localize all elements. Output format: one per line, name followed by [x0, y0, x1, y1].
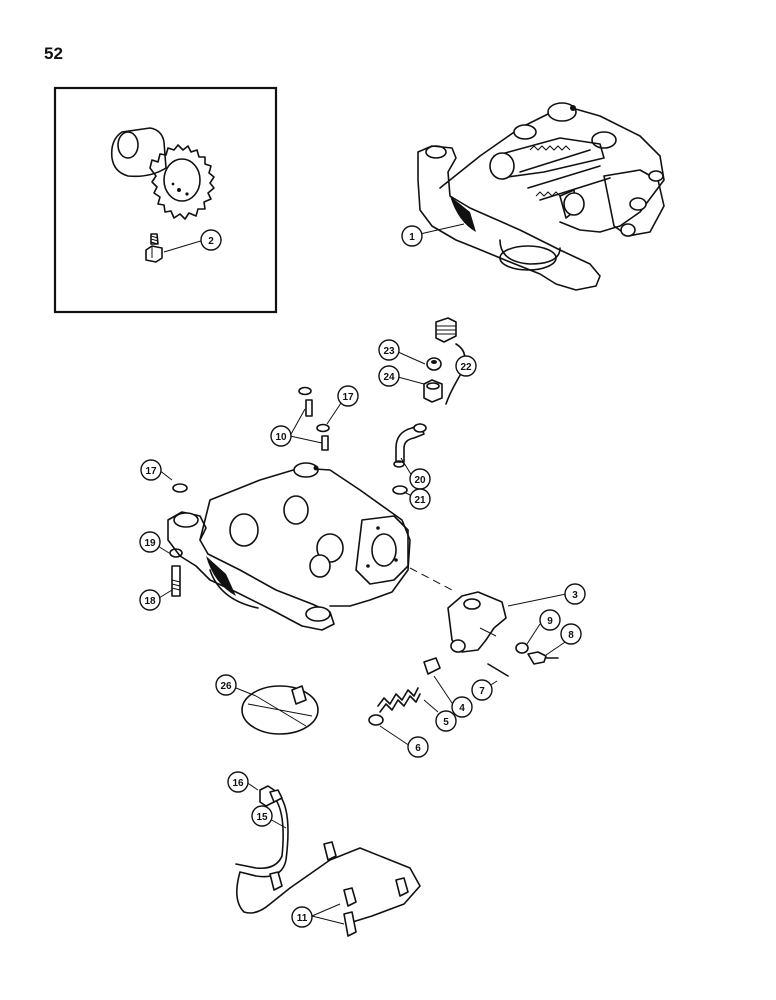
callout-26: 26 — [215, 674, 237, 696]
drive-gear-illustration — [110, 127, 215, 220]
svg-text:15: 15 — [256, 812, 268, 823]
svg-text:10: 10 — [275, 432, 287, 443]
svg-text:22: 22 — [460, 362, 472, 373]
svg-text:11: 11 — [297, 913, 308, 924]
callout-1: 1 — [401, 225, 423, 247]
callout-8: 8 — [560, 623, 582, 645]
callout-17-upper: 17 — [337, 385, 359, 407]
svg-text:2: 2 — [208, 236, 214, 247]
callout-3: 3 — [564, 583, 586, 605]
relief-valve-housing-illustration — [447, 591, 507, 653]
svg-text:7: 7 — [479, 686, 485, 697]
svg-text:21: 21 — [414, 495, 426, 506]
page-number: 52 — [44, 44, 63, 63]
pump-body-illustration — [167, 462, 453, 631]
inset-panel — [53, 86, 278, 314]
svg-text:16: 16 — [232, 778, 244, 789]
svg-text:5: 5 — [443, 717, 449, 728]
callout-20: 20 — [409, 468, 431, 490]
callout-6: 6 — [407, 736, 429, 758]
svg-text:17: 17 — [342, 392, 354, 403]
callout-11: 11 — [291, 906, 313, 928]
callout-18: 18 — [139, 589, 161, 611]
oil-pump-assembly-illustration — [417, 102, 665, 291]
set-screw-illustration — [145, 233, 163, 263]
svg-text:18: 18 — [144, 596, 156, 607]
callout-21: 21 — [409, 488, 431, 510]
svg-text:19: 19 — [144, 538, 156, 549]
svg-text:23: 23 — [383, 346, 395, 357]
svg-text:3: 3 — [572, 590, 578, 601]
svg-text:9: 9 — [547, 616, 553, 627]
svg-text:8: 8 — [568, 630, 574, 641]
svg-text:17: 17 — [145, 466, 157, 477]
callout-22: 22 — [455, 355, 477, 377]
svg-text:1: 1 — [409, 232, 415, 243]
callout-4: 4 — [451, 696, 473, 718]
callout-9: 9 — [539, 609, 561, 631]
callout-5: 5 — [435, 710, 457, 732]
callout-19: 19 — [139, 531, 161, 553]
svg-text:6: 6 — [415, 743, 421, 754]
svg-text:4: 4 — [459, 703, 465, 714]
svg-text:24: 24 — [383, 372, 395, 383]
callout-10: 10 — [270, 425, 292, 447]
callout-23: 23 — [378, 339, 400, 361]
callout-17-left: 17 — [140, 459, 162, 481]
svg-text:20: 20 — [414, 475, 426, 486]
callout-16: 16 — [227, 771, 249, 793]
callout-7: 7 — [471, 679, 493, 701]
callout-24: 24 — [378, 365, 400, 387]
svg-text:26: 26 — [220, 681, 232, 692]
callout-15: 15 — [251, 805, 273, 827]
small-parts-illustration — [169, 317, 559, 937]
callout-2: 2 — [200, 229, 222, 251]
